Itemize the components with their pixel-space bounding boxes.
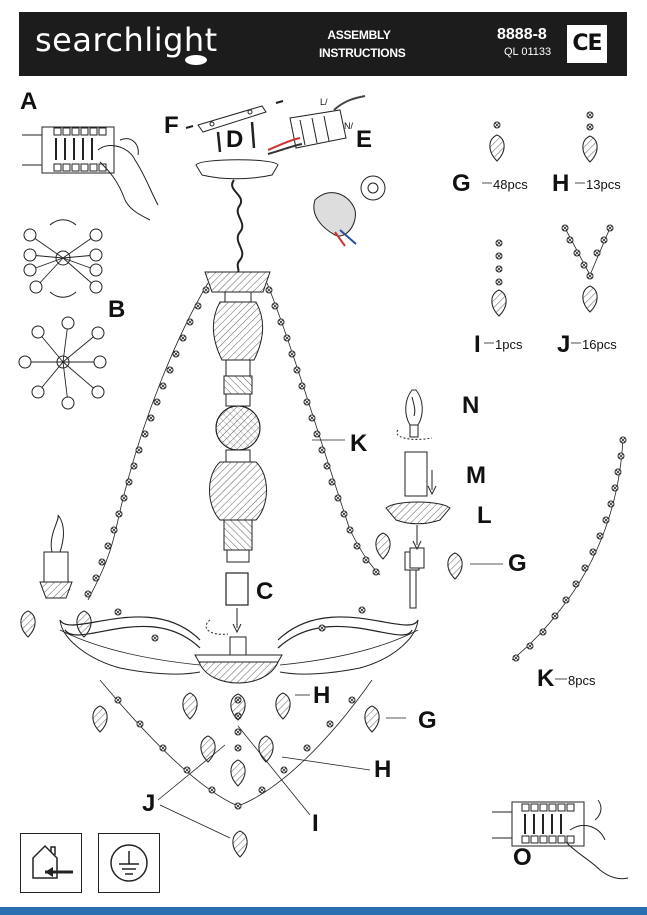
step-label-d: D xyxy=(226,126,244,153)
indoor-use-icon xyxy=(20,833,82,893)
beads-spare xyxy=(512,436,627,662)
part-k-letter: K xyxy=(537,665,555,692)
step-label-e: E xyxy=(356,126,373,153)
part-h-letter: H xyxy=(552,170,570,197)
bead-chain-right xyxy=(266,282,381,576)
part-label-k-main: K xyxy=(350,430,368,457)
part-label-g-side: G xyxy=(508,550,527,577)
earth-ground-icon xyxy=(98,833,160,893)
part-label-h-lower: H xyxy=(374,756,392,783)
title-line-2: INSTRUCTIONS xyxy=(319,46,406,60)
part-j-quantity: 16pcs xyxy=(582,337,617,352)
part-j-letter: J xyxy=(557,331,571,358)
terminal-block-diagram-o xyxy=(492,799,629,880)
ceiling-canopy xyxy=(195,159,279,273)
part-icon-g xyxy=(489,121,505,162)
part-label-h-upper: H xyxy=(313,682,331,709)
part-label-j-main: J xyxy=(142,790,156,817)
step-label-n: N xyxy=(462,392,480,419)
brand-logo: searchlight xyxy=(35,21,218,59)
arm-layout-diagram-bottom xyxy=(18,316,107,410)
document-title: ASSEMBLY INSTRUCTIONS xyxy=(319,26,406,62)
bottom-accent-bar xyxy=(0,907,647,915)
step-label-a: A xyxy=(20,88,38,115)
bobeche-detail xyxy=(385,451,451,569)
title-line-1: ASSEMBLY xyxy=(327,28,391,42)
live-label: L/ xyxy=(320,97,328,107)
part-label-i-main: I xyxy=(312,810,319,837)
wiring-connector xyxy=(267,95,366,155)
step-label-m: M xyxy=(466,462,486,489)
logo-dot xyxy=(185,55,207,65)
step-label-o: O xyxy=(513,844,532,871)
mounting-bracket xyxy=(185,100,284,153)
leader-lines xyxy=(157,182,585,839)
bulb-icon xyxy=(396,389,433,440)
step-label-l: L xyxy=(477,502,492,529)
part-h-quantity: 13pcs xyxy=(586,177,621,192)
lower-chains xyxy=(59,629,419,807)
bead-chain-spare xyxy=(511,437,624,661)
step-label-f: F xyxy=(164,112,179,139)
wire-insulation-detail xyxy=(313,175,386,247)
central-stem xyxy=(204,271,271,635)
part-icon-h xyxy=(582,111,598,163)
bead-chain-left xyxy=(87,282,209,601)
chandelier-body xyxy=(39,514,420,684)
part-icon-i xyxy=(491,239,507,317)
part-icon-j xyxy=(561,224,614,313)
ce-mark-icon: CE xyxy=(567,25,607,63)
part-k-quantity: 8pcs xyxy=(568,673,596,688)
part-i-letter: I xyxy=(474,331,481,358)
arm-layout-diagram-top xyxy=(23,219,103,298)
part-i-quantity: 1pcs xyxy=(495,337,523,352)
neutral-label: N/ xyxy=(344,121,353,131)
product-code: QL 01133 xyxy=(504,46,552,58)
part-g-quantity: 48pcs xyxy=(493,177,528,192)
header-bar: searchlight ASSEMBLY INSTRUCTIONS 8888-8… xyxy=(19,12,627,76)
terminal-block-diagram-a xyxy=(22,126,159,221)
step-label-b: B xyxy=(108,296,126,323)
part-label-g-lower: G xyxy=(418,707,437,734)
step-label-c: C xyxy=(256,578,274,605)
part-g-letter: G xyxy=(452,170,471,197)
model-number: 8888-8 xyxy=(497,26,547,43)
